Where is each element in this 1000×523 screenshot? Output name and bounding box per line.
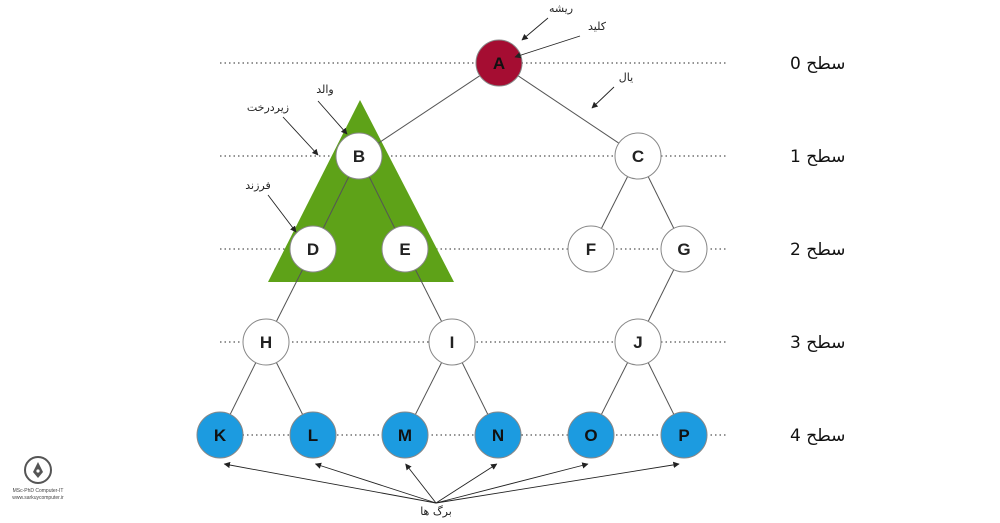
node-d: D xyxy=(289,225,337,273)
node-m: M xyxy=(381,411,429,459)
annotation-parent: والد xyxy=(316,83,334,96)
node-label: C xyxy=(632,147,644,166)
node-e: E xyxy=(381,225,429,273)
edge-A-C xyxy=(517,75,620,144)
edge-J-O xyxy=(600,362,629,415)
annotation-key: کلید xyxy=(588,20,607,33)
tree-nodes: A B C D E F G H I J K L M N O P xyxy=(196,39,708,459)
node-label: P xyxy=(678,426,689,445)
level-labels: سطح 0 سطح 1 سطح 2 سطح 3 سطح 4 xyxy=(790,54,845,446)
node-n: N xyxy=(474,411,522,459)
node-circle xyxy=(614,318,662,366)
arrow-subtree xyxy=(282,116,319,156)
arrow-leaf-1 xyxy=(314,462,437,504)
node-circle xyxy=(335,132,383,180)
node-h: H xyxy=(242,318,290,366)
arrow-leaf-4 xyxy=(435,462,589,504)
logo-line1: MSc-PhD Computer-IT xyxy=(13,488,64,494)
node-j: J xyxy=(614,318,662,366)
edge-C-F xyxy=(600,176,629,229)
edge-B-D xyxy=(322,176,350,229)
level-label-0: سطح 0 xyxy=(790,54,845,74)
level-label-2: سطح 2 xyxy=(790,240,845,260)
level-label-1: سطح 1 xyxy=(790,147,845,167)
arrow-leaf-5 xyxy=(435,461,680,504)
node-label: B xyxy=(353,147,365,166)
node-g: G xyxy=(660,225,708,273)
node-label: O xyxy=(584,426,597,445)
edge-G-J xyxy=(647,269,675,322)
arrow-edge xyxy=(591,86,615,109)
edge-B-E xyxy=(368,176,396,229)
node-circle xyxy=(614,132,662,180)
arrow-leaf-2 xyxy=(405,463,437,504)
arrow-root xyxy=(521,17,549,41)
node-label: H xyxy=(260,333,272,352)
edge-E-I xyxy=(414,269,443,322)
edge-C-G xyxy=(647,176,675,229)
edge-D-H xyxy=(275,269,304,322)
arrow-parent xyxy=(317,100,348,135)
node-circle xyxy=(567,225,615,273)
node-k: K xyxy=(196,411,244,459)
node-o: O xyxy=(567,411,615,459)
node-label: J xyxy=(633,333,642,352)
arrow-child xyxy=(267,194,297,233)
edge-I-N xyxy=(461,362,489,415)
node-circle xyxy=(660,225,708,273)
annotation-leaves: برگ ها xyxy=(420,505,452,518)
node-circle xyxy=(289,225,337,273)
node-i: I xyxy=(428,318,476,366)
edge-J-P xyxy=(647,362,675,415)
level-label-4: سطح 4 xyxy=(790,426,845,446)
arrow-key xyxy=(514,35,581,59)
node-a: A xyxy=(475,39,523,87)
edge-I-M xyxy=(414,362,443,415)
edge-A-B xyxy=(377,75,481,144)
node-l: L xyxy=(289,411,337,459)
node-label: K xyxy=(214,426,227,445)
node-c: C xyxy=(614,132,662,180)
annotation-subtree: زیردرخت xyxy=(247,101,289,114)
node-label: N xyxy=(492,426,504,445)
node-circle xyxy=(474,411,522,459)
node-label: F xyxy=(586,240,596,259)
node-label: M xyxy=(398,426,412,445)
site-logo: MSc-PhD Computer-IT www.sarkuycomputer.i… xyxy=(12,456,64,501)
logo-line2: www.sarkuycomputer.ir xyxy=(12,495,64,501)
node-circle xyxy=(428,318,476,366)
annotations: ریشه کلید یال والد زیردرخت فرزند برگ ها xyxy=(223,2,680,518)
edge-H-L xyxy=(275,362,304,415)
node-circle xyxy=(567,411,615,459)
arrow-leaf-0 xyxy=(223,461,437,504)
node-label: I xyxy=(450,333,455,352)
node-circle xyxy=(475,39,523,87)
node-label: D xyxy=(307,240,319,259)
node-label: E xyxy=(399,240,410,259)
node-circle xyxy=(660,411,708,459)
annotation-child: فرزند xyxy=(245,179,270,192)
node-label: A xyxy=(493,54,505,73)
node-circle xyxy=(381,411,429,459)
node-circle xyxy=(196,411,244,459)
node-p: P xyxy=(660,411,708,459)
node-circle xyxy=(381,225,429,273)
node-label: G xyxy=(677,240,690,259)
node-b: B xyxy=(335,132,383,180)
node-f: F xyxy=(567,225,615,273)
level-label-3: سطح 3 xyxy=(790,333,845,353)
arrow-leaf-3 xyxy=(435,463,498,504)
tree-edges xyxy=(229,75,675,415)
edge-H-K xyxy=(229,362,257,415)
annotation-edge: یال xyxy=(619,71,633,84)
annotation-root: ریشه xyxy=(549,2,573,15)
node-circle xyxy=(289,411,337,459)
node-label: L xyxy=(308,426,318,445)
node-circle xyxy=(242,318,290,366)
